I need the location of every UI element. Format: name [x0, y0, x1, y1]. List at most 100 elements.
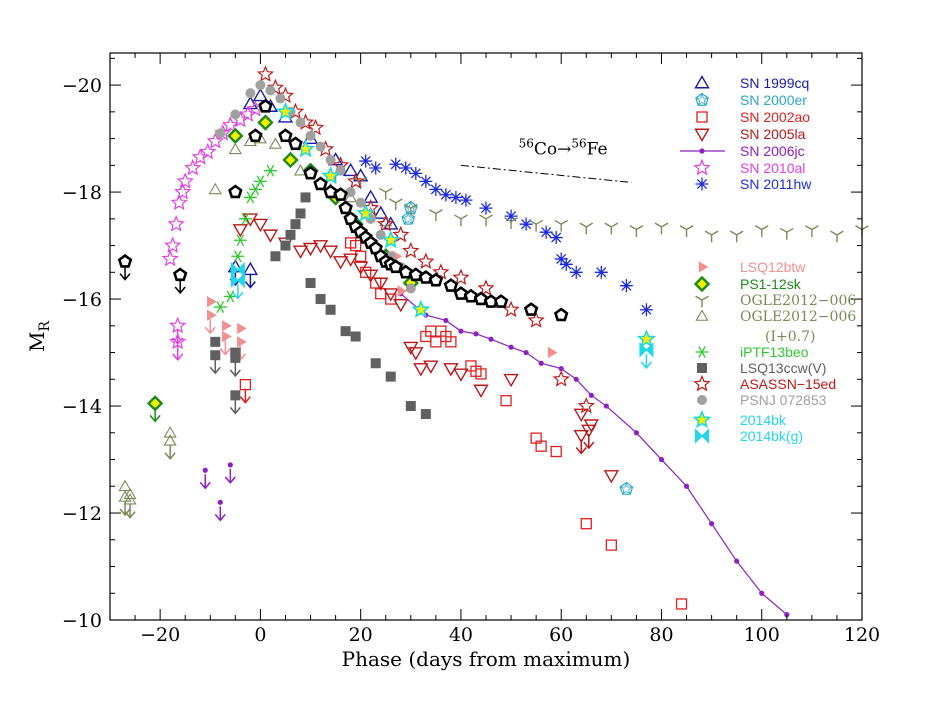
data-point [176, 172, 194, 189]
data-point [295, 208, 306, 219]
upper-limit-arrow [199, 474, 211, 490]
data-point [675, 598, 688, 610]
series-8 [146, 114, 419, 423]
upper-limit-point [639, 342, 654, 358]
data-point [293, 164, 308, 176]
data-point [577, 396, 595, 414]
upper-limit-arrow [219, 340, 231, 356]
data-point [355, 197, 366, 208]
series-13 [256, 65, 595, 414]
data-point [164, 236, 182, 253]
y-axis-title-main: M [25, 332, 49, 352]
y-tick-label: −12 [62, 503, 102, 525]
legend-entry: 2014bk(g) [695, 428, 803, 444]
data-point [232, 224, 249, 238]
data-point [325, 304, 336, 315]
data-point [388, 198, 403, 211]
legend-sublabel: (I+0.7) [765, 329, 815, 345]
legend-label: LSQ12btw [740, 259, 806, 275]
data-point [454, 214, 468, 227]
upper-limit-arrow [239, 388, 251, 404]
series-15 [275, 101, 657, 348]
legend-entry: iPTF13beo [695, 344, 809, 360]
data-point [527, 311, 545, 328]
data-point [458, 328, 464, 334]
upper-limit-point [217, 499, 223, 505]
series-6 [359, 154, 653, 317]
legend-entry: PS1-12sk [693, 275, 802, 293]
data-point [288, 136, 303, 151]
legend-entry: SN 2014av [740, 0, 809, 3]
axis-ticks [109, 53, 863, 621]
legend-label: 2014bk(g) [740, 428, 803, 444]
data-point [709, 521, 715, 527]
data-point [619, 481, 634, 495]
data-point [213, 301, 227, 314]
data-point [639, 303, 653, 317]
decay-slope-line [460, 164, 632, 183]
legend-label: OGLE2012−006 [740, 309, 856, 325]
data-point [529, 219, 543, 232]
data-point [270, 251, 281, 262]
data-point [452, 268, 470, 285]
upper-limit-point [581, 424, 597, 439]
upper-limit-arrow [640, 353, 653, 370]
data-point [123, 487, 137, 500]
data-point [579, 222, 594, 235]
data-point [519, 217, 533, 231]
legend-label: SN 2005la [740, 126, 806, 142]
legend-label: SN 1999cq [740, 75, 809, 91]
legend-marker [694, 128, 710, 142]
legend-entry: ASASSN−15ed [693, 374, 836, 392]
data-point [475, 368, 487, 380]
x-tick-label: 100 [744, 624, 780, 646]
data-point [413, 363, 429, 377]
data-point [403, 203, 418, 216]
data-point [420, 409, 431, 420]
upper-limit-point [573, 430, 589, 444]
data-point [258, 98, 273, 113]
data-point [573, 376, 579, 382]
annot-co: Co [534, 140, 557, 160]
data-point [233, 234, 247, 247]
data-point [658, 456, 665, 463]
data-point [275, 101, 296, 120]
data-point [473, 291, 489, 306]
legend-marker [696, 111, 708, 123]
data-point [679, 225, 694, 238]
data-point [295, 117, 306, 128]
data-point [383, 288, 399, 302]
data-point [315, 141, 326, 152]
data-point [378, 187, 393, 200]
series-16 [230, 261, 654, 370]
data-point [397, 285, 408, 297]
data-point [538, 360, 544, 366]
data-point [604, 222, 619, 235]
data-point [547, 346, 558, 359]
data-point [355, 250, 367, 262]
data-point [305, 278, 316, 289]
data-point [429, 209, 443, 221]
data-point [243, 191, 257, 204]
data-point [345, 187, 356, 198]
data-point [405, 283, 416, 294]
series-11 [213, 164, 277, 314]
upper-limit-arrow [124, 503, 136, 519]
legend-marker [698, 261, 709, 273]
data-point [313, 176, 328, 191]
upper-limit-arrow [172, 345, 184, 362]
data-point [504, 209, 518, 223]
legend-entry: SN 2010al [693, 158, 805, 176]
data-point [206, 132, 224, 149]
data-point [323, 184, 338, 199]
data-point [539, 225, 553, 239]
series-3 [232, 213, 620, 484]
data-point [654, 222, 669, 235]
data-point [285, 229, 296, 240]
data-point [338, 200, 353, 215]
data-point [302, 242, 319, 257]
upper-limit-arrow [229, 361, 241, 378]
data-point [223, 290, 237, 303]
legend-entry: OGLE2012−006 [695, 293, 856, 309]
legend-marker [694, 75, 710, 89]
